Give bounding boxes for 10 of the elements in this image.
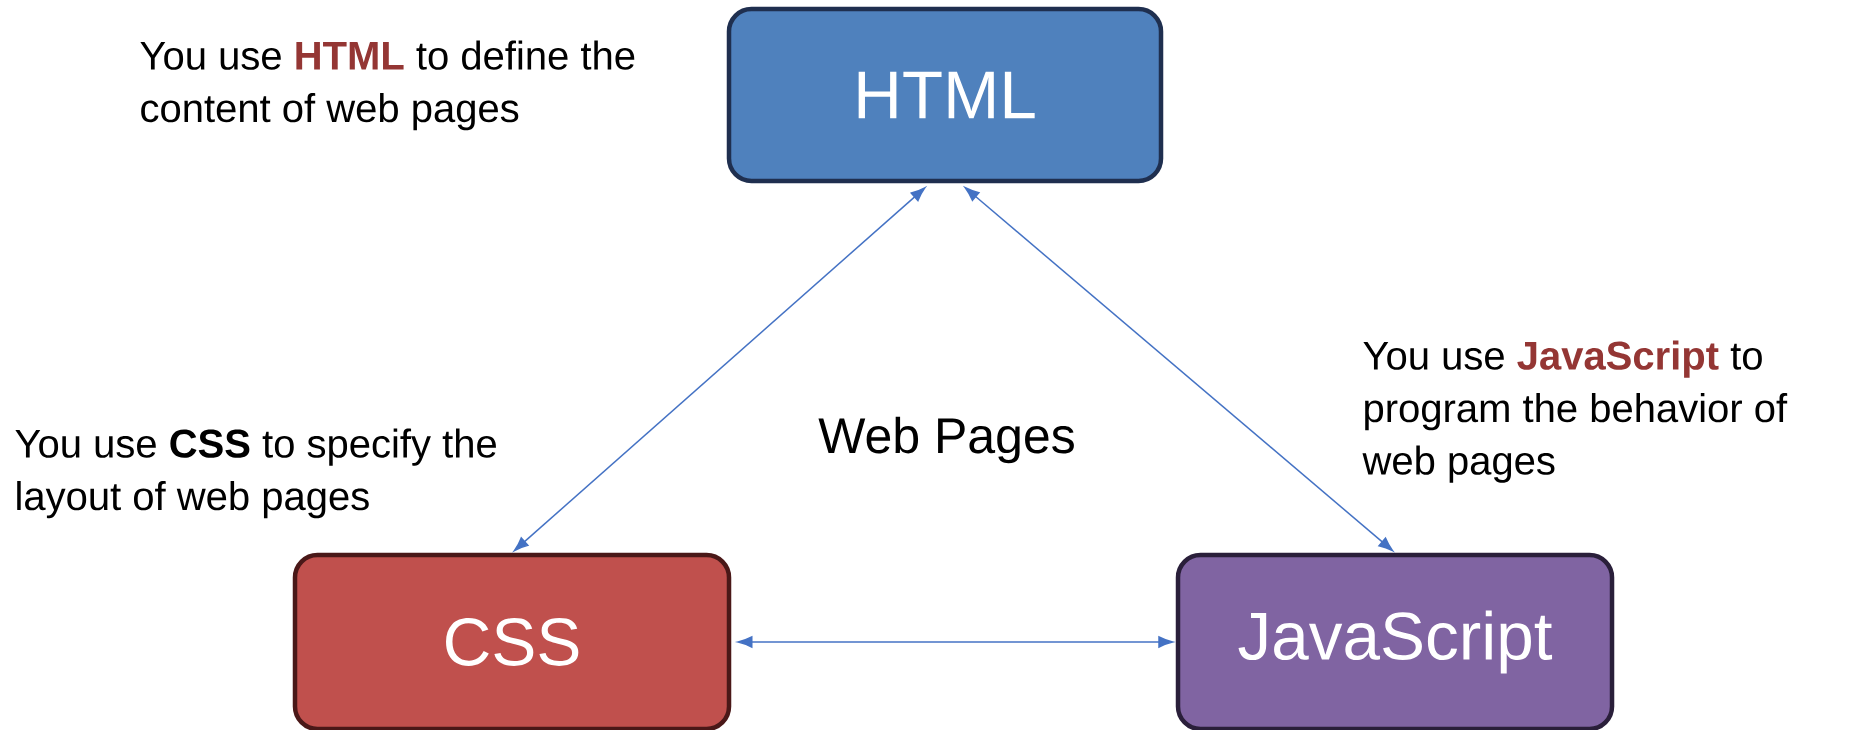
description-text: You use HTML to define the content of web pages [140, 40, 635, 131]
center-label: Web Pages [818, 416, 1074, 464]
double-arrow [964, 187, 1394, 552]
process-box: JavaScript [1175, 552, 1615, 730]
description-text: You use JavaScript to program the behavior of web pages [1362, 340, 1788, 483]
process-box: HTML [726, 6, 1164, 184]
double-arrow [737, 636, 1174, 648]
process-box: CSS [292, 552, 732, 730]
double-arrow [513, 187, 926, 552]
description-text: You use CSS to specify the layout of web pages [15, 428, 496, 519]
